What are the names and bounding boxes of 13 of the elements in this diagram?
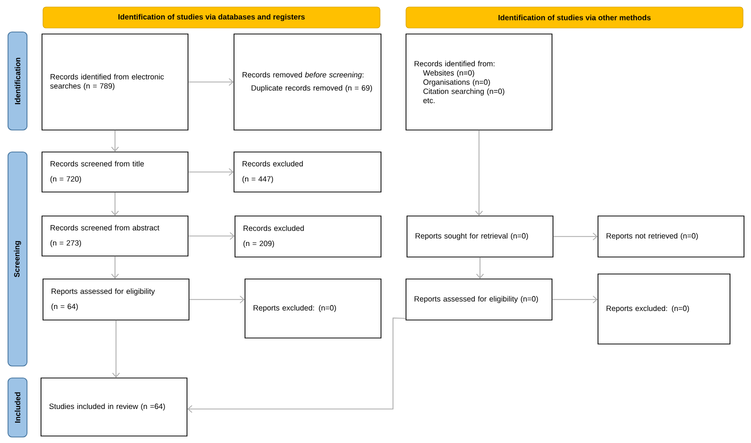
arrow: [475, 130, 483, 216]
arrow: [189, 296, 245, 304]
arrow: [188, 78, 234, 86]
arrow: [188, 232, 235, 240]
arrow: [111, 192, 119, 216]
arrow: [552, 296, 598, 304]
arrow: [187, 318, 406, 413]
arrow: [188, 168, 234, 176]
arrow: [111, 130, 119, 152]
arrow: [111, 256, 119, 279]
arrow: [112, 320, 120, 378]
arrow: [476, 257, 484, 279]
arrow: [553, 232, 598, 240]
